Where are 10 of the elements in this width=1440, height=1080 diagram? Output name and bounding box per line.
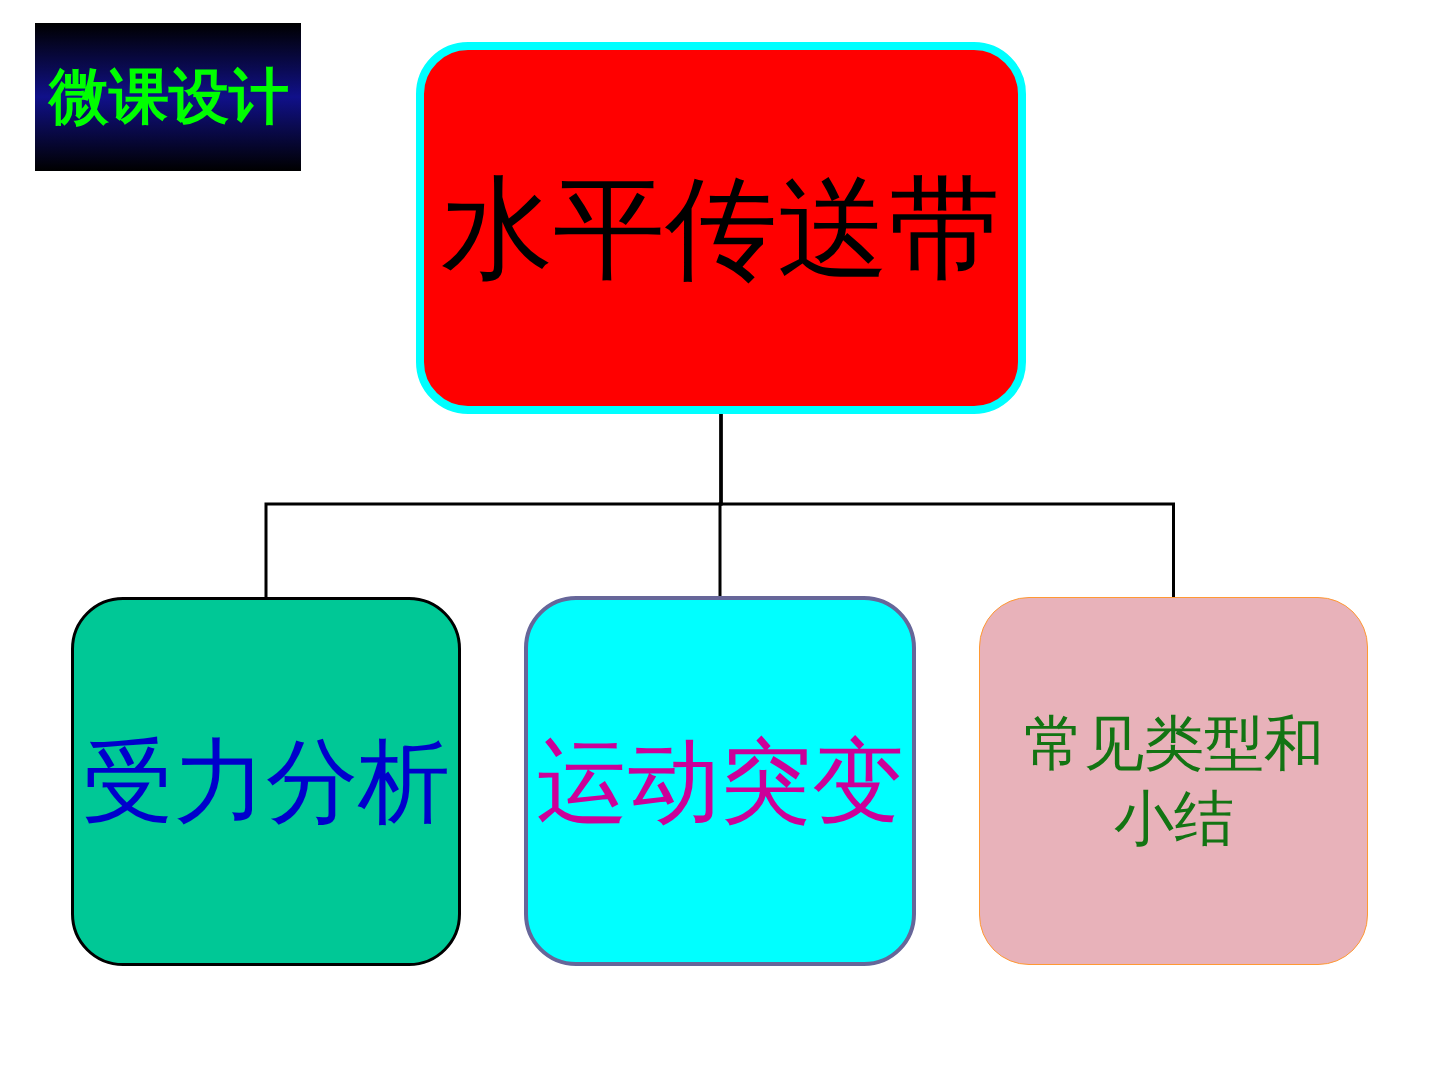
node-label: 运动突变 xyxy=(536,726,904,837)
rounded-box xyxy=(524,596,916,966)
rounded-box xyxy=(71,597,461,966)
node-label: 水平传送带 xyxy=(441,162,1001,295)
rounded-box xyxy=(416,42,1026,414)
title-banner: 微课设计 xyxy=(35,23,301,171)
node-label: 常见类型和小结 xyxy=(1022,707,1325,855)
node-label: 受力分析 xyxy=(82,727,450,837)
rounded-box xyxy=(979,597,1368,965)
connector-line xyxy=(719,414,1175,597)
